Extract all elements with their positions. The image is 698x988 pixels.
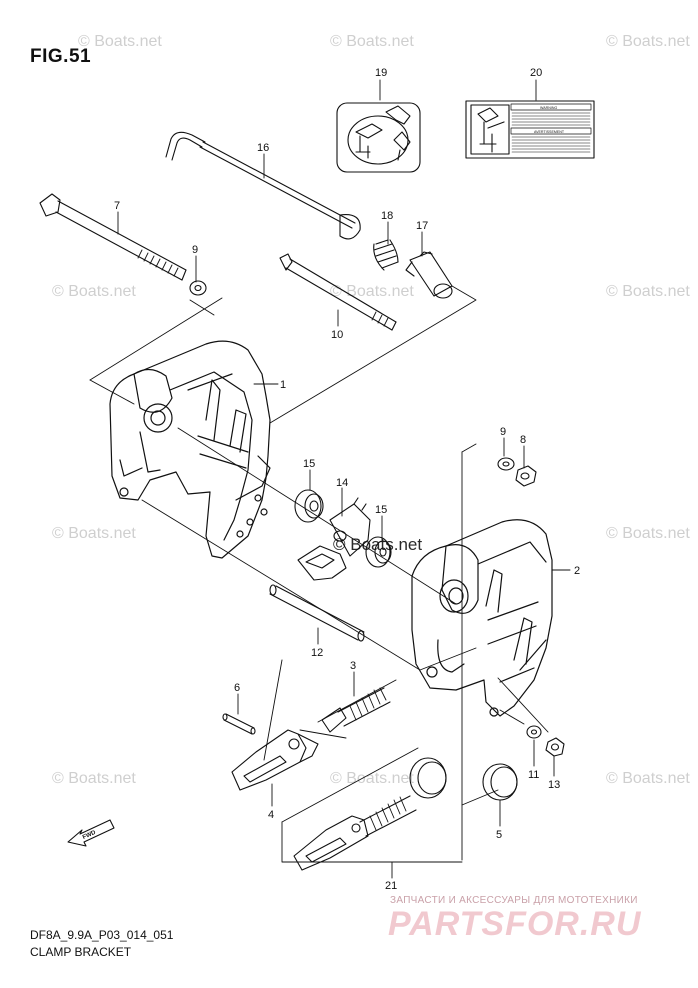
callout-5: 5	[496, 829, 502, 841]
watermark: © Boats.net	[52, 283, 136, 300]
diagram-code: DF8A_9.9A_P03_014_051	[30, 928, 174, 942]
part-10-bolt	[279, 253, 397, 331]
watermark: © Boats.net	[606, 33, 690, 50]
part-15-bushing-left	[294, 489, 324, 523]
watermark: © Boats.net	[606, 525, 690, 542]
part-4-lever-plate	[231, 729, 319, 791]
part-21-assembly	[293, 757, 447, 871]
brand-tagline: ЗАПЧАСТИ И АКСЕССУАРЫ ДЛЯ МОТОТЕХНИКИ	[390, 895, 638, 906]
callout-4: 4	[268, 809, 274, 821]
callout-10: 10	[331, 329, 343, 341]
callout-11: 11	[528, 769, 539, 781]
callout-12: 12	[311, 647, 323, 659]
diagram-name: CLAMP BRACKET	[30, 945, 132, 959]
watermark: © Boats.net	[78, 33, 162, 50]
part-8-nut	[515, 465, 537, 487]
part-2-clamp-bracket	[411, 519, 553, 717]
watermark: © Boats.net	[330, 33, 414, 50]
part-3-bolt	[321, 687, 391, 733]
part-19-decal	[336, 102, 421, 173]
label-warning-text: WARNING	[540, 106, 557, 110]
fwd-text: FWD	[82, 830, 98, 841]
assembly-guides	[89, 285, 549, 863]
part-20-warning-label	[465, 100, 595, 159]
callout-15-left: 15	[303, 458, 315, 470]
watermark: © Boats.net	[52, 525, 136, 542]
part-17-sleeve	[405, 251, 453, 299]
callout-9-right: 9	[500, 426, 506, 438]
callout-3: 3	[350, 660, 356, 672]
callout-1: 1	[280, 379, 286, 391]
part-5-pad	[482, 763, 518, 801]
callout-6: 6	[234, 682, 240, 694]
part-11-washer	[526, 725, 542, 739]
callout-13: 13	[548, 779, 560, 791]
part-6-pin	[222, 713, 256, 735]
watermark: © Boats.net	[606, 283, 690, 300]
fwd-arrow-icon	[67, 819, 115, 847]
part-13-nut	[545, 737, 565, 757]
label-avertissement-text: AVERTISSEMENT	[534, 130, 565, 134]
callout-14: 14	[336, 477, 348, 489]
callout-7: 7	[114, 200, 120, 212]
callout-9-left: 9	[192, 244, 198, 256]
callout-21: 21	[385, 880, 397, 892]
callout-2: 2	[574, 565, 580, 577]
part-1-clamp-bracket	[109, 340, 271, 559]
callout-18: 18	[381, 210, 393, 222]
figure-title: FIG.51	[30, 46, 92, 67]
part-18-spring	[373, 239, 399, 271]
callout-19: 19	[375, 67, 387, 79]
part-7-bolt	[39, 193, 187, 281]
callout-15-right: 15	[375, 504, 387, 516]
brand-logo: PARTSFOR.RU	[388, 905, 642, 943]
watermark: © Boats.net	[606, 770, 690, 787]
watermark: © Boats.net	[330, 770, 414, 787]
callout-17: 17	[416, 220, 428, 232]
watermark: © Boats.net	[52, 770, 136, 787]
part-16-rod	[165, 131, 361, 240]
leader-lines	[117, 79, 571, 879]
callout-20: 20	[530, 67, 542, 79]
part-14-lock-plate	[297, 497, 371, 581]
callout-8: 8	[520, 434, 526, 446]
part-15-bushing-right	[365, 536, 392, 568]
part-9-washer-right	[497, 457, 515, 471]
part-12-pin	[269, 584, 365, 642]
callout-16: 16	[257, 142, 269, 154]
part-9-washer-left	[189, 280, 207, 296]
